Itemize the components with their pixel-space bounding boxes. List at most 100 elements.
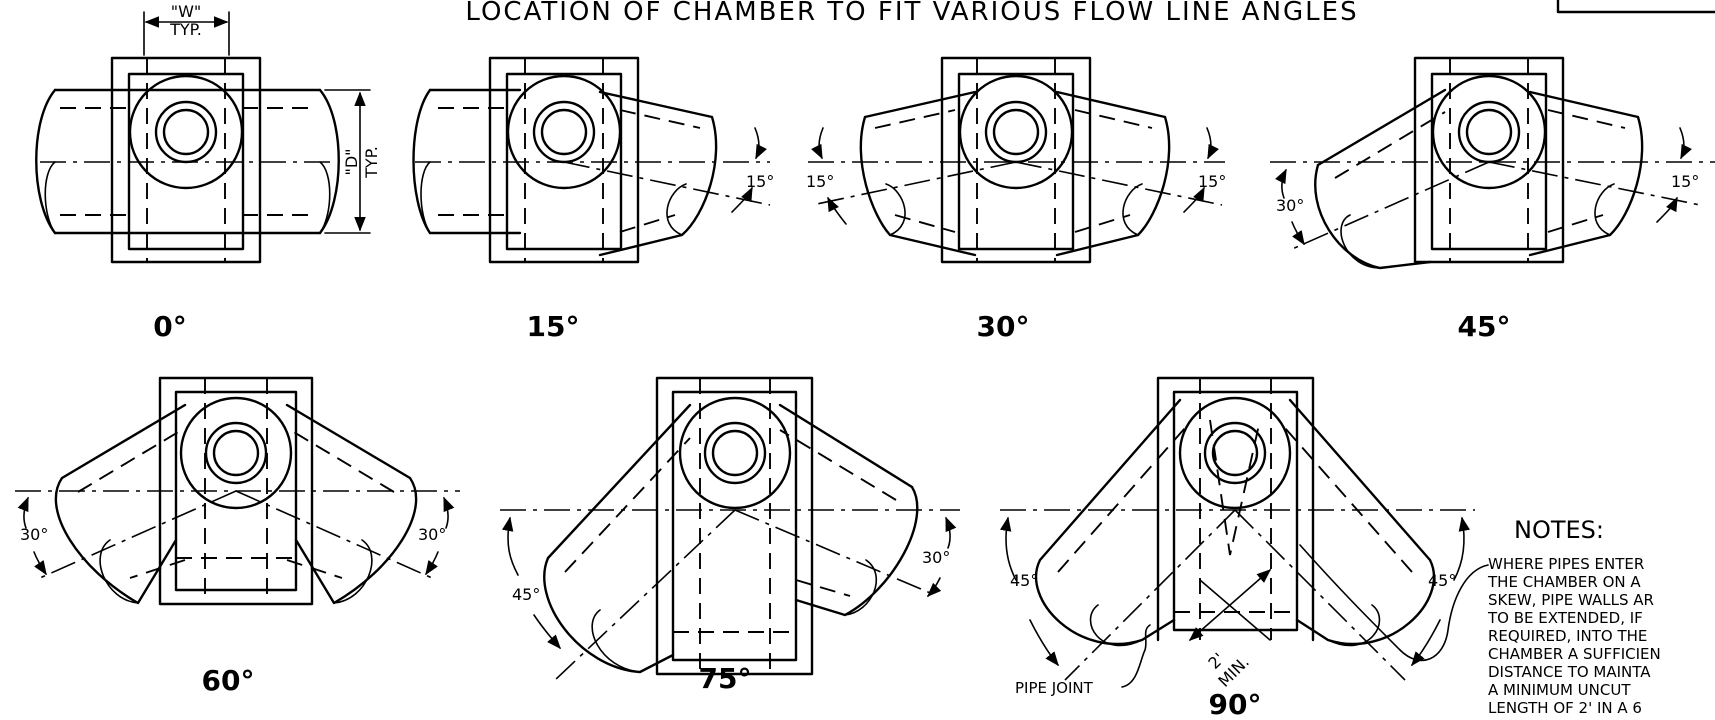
outlet-pipe-15 <box>1055 90 1171 257</box>
angle-label-left: 45° <box>1010 571 1038 590</box>
w-extension-lines <box>143 11 230 56</box>
manhole-riser-circle <box>958 74 1074 190</box>
pipe-break-lobes <box>44 161 331 234</box>
chamber-hidden-lines <box>673 378 796 674</box>
manhole-riser-circle <box>1178 396 1292 510</box>
right-angle-arrow-bottom <box>425 551 439 576</box>
riser-ring-inner <box>992 108 1040 156</box>
skew-centerline <box>563 161 771 206</box>
note-line: DISTANCE TO MAINTA <box>1488 663 1651 681</box>
pipe-joint-leader <box>1121 624 1151 688</box>
note-line: LENGTH OF 2' IN A 6 <box>1488 699 1642 717</box>
manhole-riser-circle <box>1431 74 1547 190</box>
d-extension-lines <box>324 89 371 234</box>
left-angle-arrow-top <box>17 496 29 529</box>
chamber-outer-wall <box>655 376 814 676</box>
left-angle-arrow-bottom <box>1291 221 1305 246</box>
left-angle-arrow-bottom <box>33 551 47 576</box>
d-dimension-label: "D" <box>342 148 361 175</box>
angle-label-left: 15° <box>806 172 834 191</box>
outlet-pipe-30 <box>285 403 418 605</box>
skew-centerlines <box>811 161 1223 206</box>
angle-arrow-top <box>754 127 767 160</box>
chamber-inner-wall <box>671 390 798 662</box>
chamber-hidden-lines <box>976 58 1056 262</box>
pipe-inner-hidden <box>564 429 897 597</box>
inlet-break-lobe <box>1089 604 1143 647</box>
riser-ring-inner <box>162 108 210 156</box>
view-label-30: 30° <box>977 310 1030 343</box>
angle-label-right: 45° <box>1428 571 1456 590</box>
inlet-break-lobe <box>591 609 641 673</box>
view-label-15: 15° <box>527 310 580 343</box>
skew-centerlines <box>1064 509 1406 681</box>
outlet-break-lobe <box>333 539 373 604</box>
note-line: TO BE EXTENDED, IF <box>1487 609 1643 627</box>
chamber-outer-wall <box>110 56 262 264</box>
manhole-riser-circle <box>179 396 293 510</box>
inlet-pipe-45 <box>543 403 692 674</box>
outlet-break-lobe <box>1594 183 1615 236</box>
angle-label-right: 15° <box>1671 172 1699 191</box>
right-angle-arrow-top <box>1453 516 1471 581</box>
left-angle-arrow-bottom <box>1029 619 1059 667</box>
outlet-pipe-15 <box>1528 90 1644 257</box>
chamber-hidden-lines <box>524 58 604 262</box>
pipe-inner-hidden <box>874 109 1153 233</box>
riser-ring-inner <box>1211 429 1259 477</box>
outlet-pipe-45 <box>1288 398 1436 646</box>
riser-ring-inner <box>212 429 260 477</box>
riser-ring-inner <box>711 429 759 477</box>
manhole-riser-circle <box>506 74 622 190</box>
note-leader <box>1299 544 1489 662</box>
pipe-inner-hidden <box>77 427 395 579</box>
chamber-outer-wall <box>488 56 640 264</box>
outlet-break-lobe <box>844 559 878 616</box>
w-typ-label: TYP. <box>169 20 202 39</box>
d-typ-label: TYP. <box>362 146 381 179</box>
chamber-hidden-lines <box>146 58 226 262</box>
angle-label-right: 15° <box>1198 172 1226 191</box>
view-label-45: 45° <box>1458 310 1511 343</box>
riser-ring-outer <box>204 421 268 485</box>
view-15-deg: 15° 15° <box>412 56 774 343</box>
chamber-outer-wall <box>940 56 1092 264</box>
right-angle-arrow-top <box>1679 127 1692 160</box>
outlet-break-lobe <box>1327 604 1381 647</box>
outlet-pipe-15 <box>598 90 718 257</box>
note-line: REQUIRED, INTO THE <box>1488 627 1647 645</box>
angle-label-left: 30° <box>1276 196 1304 215</box>
right-angle-arrow-top <box>443 496 455 529</box>
left-angle-arrow-top <box>811 127 824 160</box>
notes-heading: NOTES: <box>1514 516 1604 544</box>
right-angle-arrow-bottom <box>1411 619 1441 667</box>
view-label-90: 90° <box>1209 688 1262 720</box>
angle-label-left: 45° <box>512 585 540 604</box>
chamber-outer-wall <box>1413 56 1565 264</box>
inlet-pipe-30 <box>1314 88 1447 270</box>
notes-block: NOTES: WHERE PIPES ENTER THE CHAMBER ON … <box>1299 516 1661 717</box>
pipe-inner-hidden <box>60 107 314 216</box>
left-angle-arrow-top <box>1275 168 1287 199</box>
inlet-break-lobe <box>420 161 431 234</box>
view-90-deg: 45° 45° 2' MIN. PIPE JOINT 90° <box>999 376 1475 720</box>
view-label-60: 60° <box>202 664 255 697</box>
note-line: WHERE PIPES ENTER <box>1488 555 1644 573</box>
pipe-joint-label: PIPE JOINT <box>1015 679 1094 697</box>
view-0-deg: "W" TYP. "D" TYP. 0° <box>35 2 381 343</box>
outlet-pipe-30 <box>778 403 919 617</box>
w-dimension-label: "W" <box>171 2 202 21</box>
pipe-outline <box>53 88 322 235</box>
skew-centerlines <box>39 490 433 579</box>
view-60-deg: 30° 30° 60° <box>15 376 460 697</box>
pipe-inner-hidden <box>438 107 701 233</box>
inlet-pipe-45 <box>1034 398 1182 646</box>
pipe-inner-hidden <box>1334 109 1626 233</box>
manhole-riser-circle <box>678 396 792 510</box>
two-ft-dim-arrow <box>1188 569 1272 641</box>
left-angle-arrow-top <box>501 516 519 576</box>
skew-centerlines <box>554 509 936 681</box>
left-angle-arrow-bottom <box>827 196 847 225</box>
right-angle-arrow-bottom <box>1183 186 1205 213</box>
